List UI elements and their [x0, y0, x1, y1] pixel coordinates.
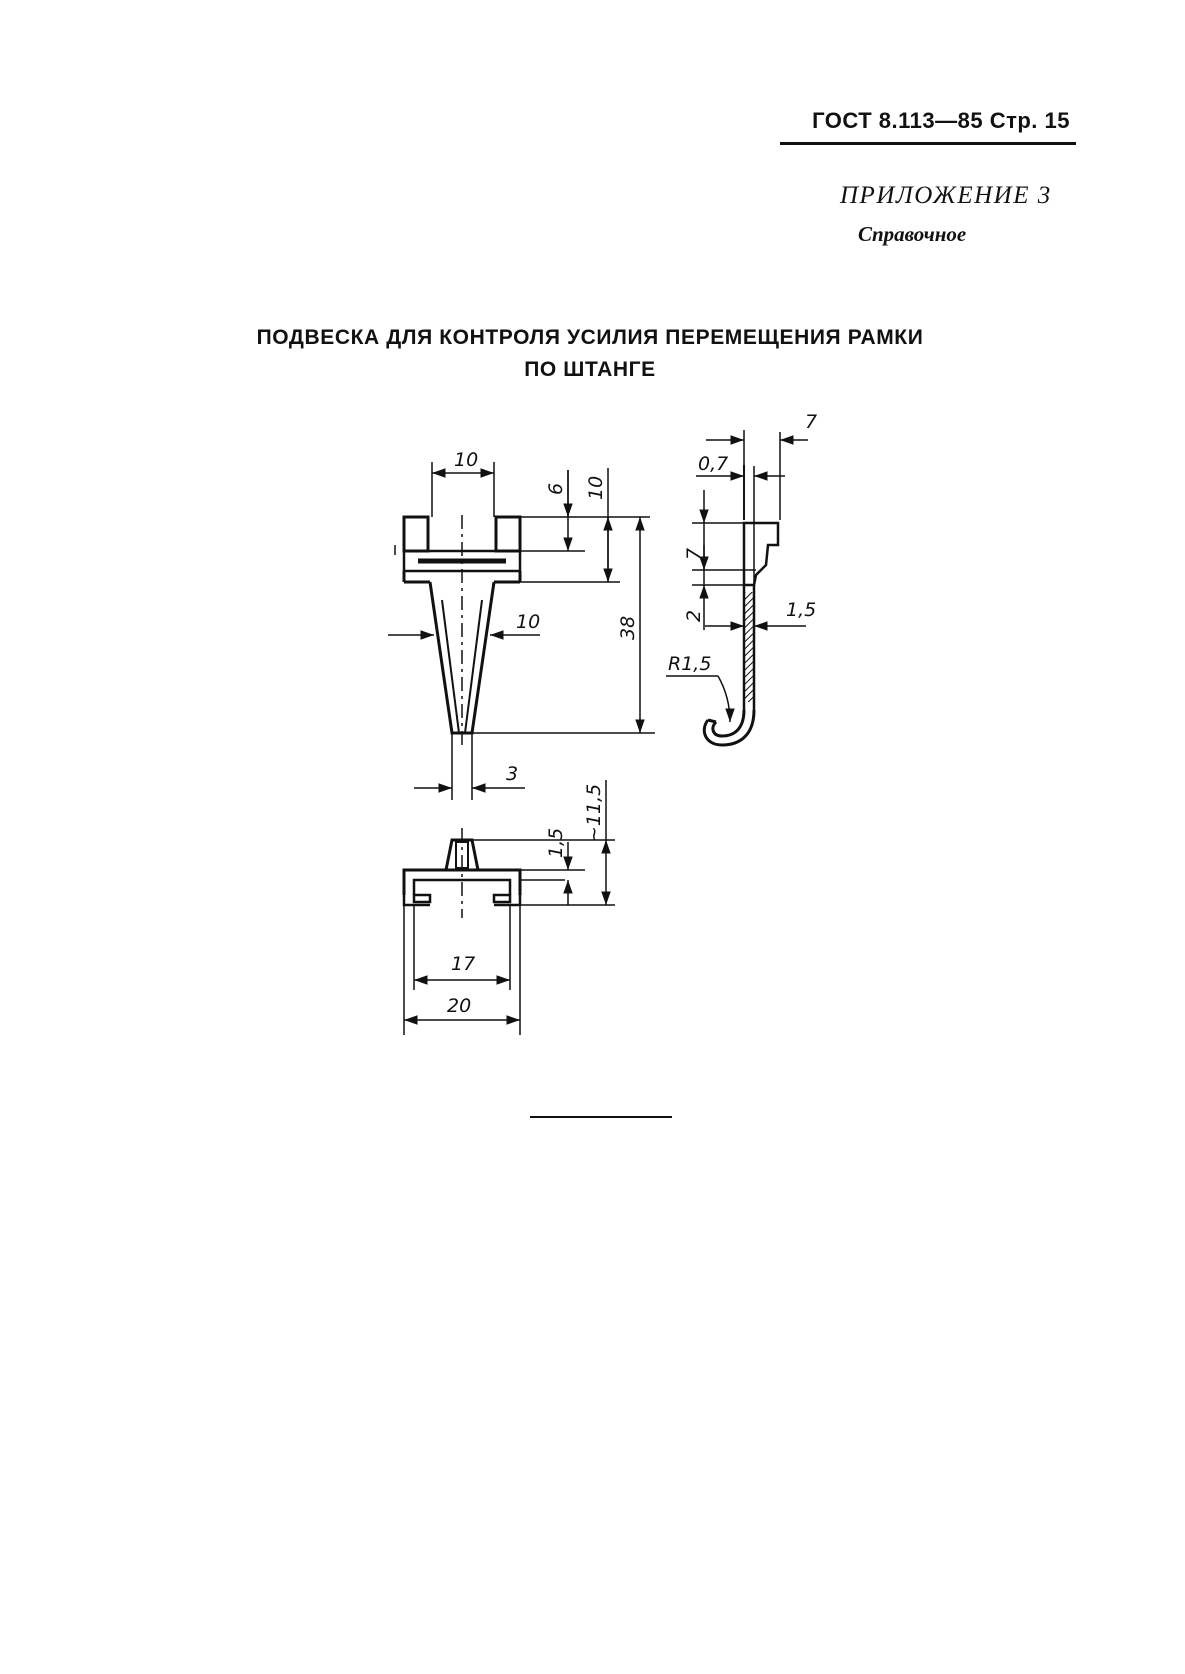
dim-top-height-11-5: ~11,5	[583, 784, 605, 842]
dim-tip-width: 3	[506, 763, 518, 785]
page-header: ГОСТ 8.113—85 Стр. 15	[812, 108, 1070, 133]
dim-side-radius: R1,5	[668, 653, 711, 675]
dim-top-width: 10	[454, 449, 478, 471]
dim-inner-width: 17	[451, 953, 475, 975]
appendix-subtitle: Справочное	[858, 222, 967, 246]
front-view	[394, 515, 522, 745]
front-dimensions	[388, 462, 655, 800]
top-dimension-labels: 1,5 ~11,5 17 20	[447, 784, 605, 1017]
side-view	[702, 465, 780, 747]
dim-side-thickness: 1,5	[786, 599, 816, 621]
document-title-line1: ПОДВЕСКА ДЛЯ КОНТРОЛЯ УСИЛИЯ ПЕРЕМЕЩЕНИЯ…	[256, 326, 924, 349]
dim-side-width: 7	[805, 411, 817, 433]
front-dimension-labels: 10 6 10 38 10 3	[454, 449, 639, 785]
side-dimensions	[666, 430, 808, 723]
dim-side-gap-2: 2	[683, 610, 705, 622]
document-title-line2: ПО ШТАНГЕ	[524, 358, 656, 381]
dim-side-height-7: 7	[683, 548, 705, 560]
dim-cone-width: 10	[516, 611, 540, 633]
top-dimensions	[403, 780, 615, 1035]
document-title: ПОДВЕСКА ДЛЯ КОНТРОЛЯ УСИЛИЯ ПЕРЕМЕЩЕНИЯ…	[200, 322, 980, 386]
end-rule	[530, 1116, 672, 1118]
dim-height-6: 6	[545, 483, 567, 495]
top-view	[402, 828, 522, 918]
dim-outer-width: 20	[447, 995, 471, 1017]
header-rule	[780, 142, 1076, 145]
dim-height-10: 10	[585, 476, 607, 500]
dim-top-height-1-5: 1,5	[545, 828, 567, 858]
dim-total-height: 38	[617, 616, 639, 640]
dim-side-offset: 0,7	[698, 453, 728, 475]
appendix-title: ПРИЛОЖЕНИЕ 3	[840, 182, 1052, 209]
side-dimension-labels: 7 0,7 7 2 1,5 R1,5	[668, 411, 817, 675]
